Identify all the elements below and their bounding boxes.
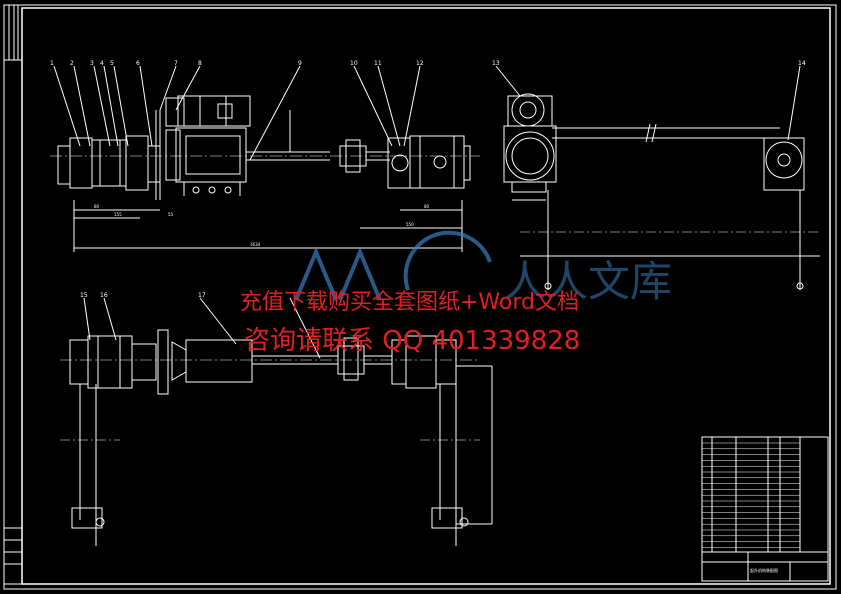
dimension-label: 80 bbox=[94, 204, 100, 209]
part-label-10: 10 bbox=[350, 60, 358, 67]
part-label-16: 16 bbox=[100, 292, 108, 299]
logo-mark bbox=[294, 230, 492, 301]
side-end-frame bbox=[763, 137, 805, 191]
plan-motor bbox=[185, 339, 253, 383]
reducer-box bbox=[175, 127, 247, 183]
left-revision-strip bbox=[3, 527, 23, 585]
dimension-label: 80 bbox=[424, 204, 430, 209]
inner-frame bbox=[21, 7, 831, 585]
side-pulley bbox=[511, 93, 545, 127]
outer-frame bbox=[3, 4, 837, 590]
part-label-15: 15 bbox=[80, 292, 88, 299]
part-label-9: 9 bbox=[298, 60, 302, 67]
dimension-label: 550 bbox=[406, 222, 414, 227]
part-label-14: 14 bbox=[798, 60, 806, 67]
part-label-2: 2 bbox=[70, 60, 74, 67]
left-drum bbox=[91, 139, 127, 187]
part-label-4: 4 bbox=[100, 60, 104, 67]
part-label-17: 17 bbox=[198, 292, 206, 299]
dimension-labels: 155 80 55 80 550 1634 bbox=[94, 204, 430, 247]
watermark-line-2: 咨询请联系 QQ 401339828 bbox=[244, 326, 581, 356]
part-label-12: 12 bbox=[416, 60, 424, 67]
plan-left-drum bbox=[87, 335, 133, 389]
part-label-7: 7 bbox=[174, 60, 178, 67]
part-label-8: 8 bbox=[198, 60, 202, 67]
dimension-label: 155 bbox=[114, 212, 122, 217]
part-label-5: 5 bbox=[110, 60, 114, 67]
part-label-1: 1 bbox=[50, 60, 54, 67]
logo-text: 人人文库 bbox=[504, 257, 672, 306]
part-label-6: 6 bbox=[136, 60, 140, 67]
part-label-11: 11 bbox=[374, 60, 382, 67]
dimension-label: 1634 bbox=[250, 242, 261, 247]
part-label-13: 13 bbox=[492, 60, 500, 67]
left-bearing-housing bbox=[57, 145, 71, 185]
title-block-label: 起升机构装配图 bbox=[750, 567, 778, 573]
left-gear bbox=[125, 135, 149, 191]
watermark-line-1: 充值下载购买全套图纸+Word文档 bbox=[240, 290, 579, 315]
motor-body bbox=[177, 95, 251, 127]
part-label-3: 3 bbox=[90, 60, 94, 67]
right-drum bbox=[409, 135, 465, 189]
title-block bbox=[701, 436, 829, 582]
dimension-label: 55 bbox=[168, 212, 174, 217]
bottom-part-labels: 15 16 17 bbox=[80, 292, 206, 299]
